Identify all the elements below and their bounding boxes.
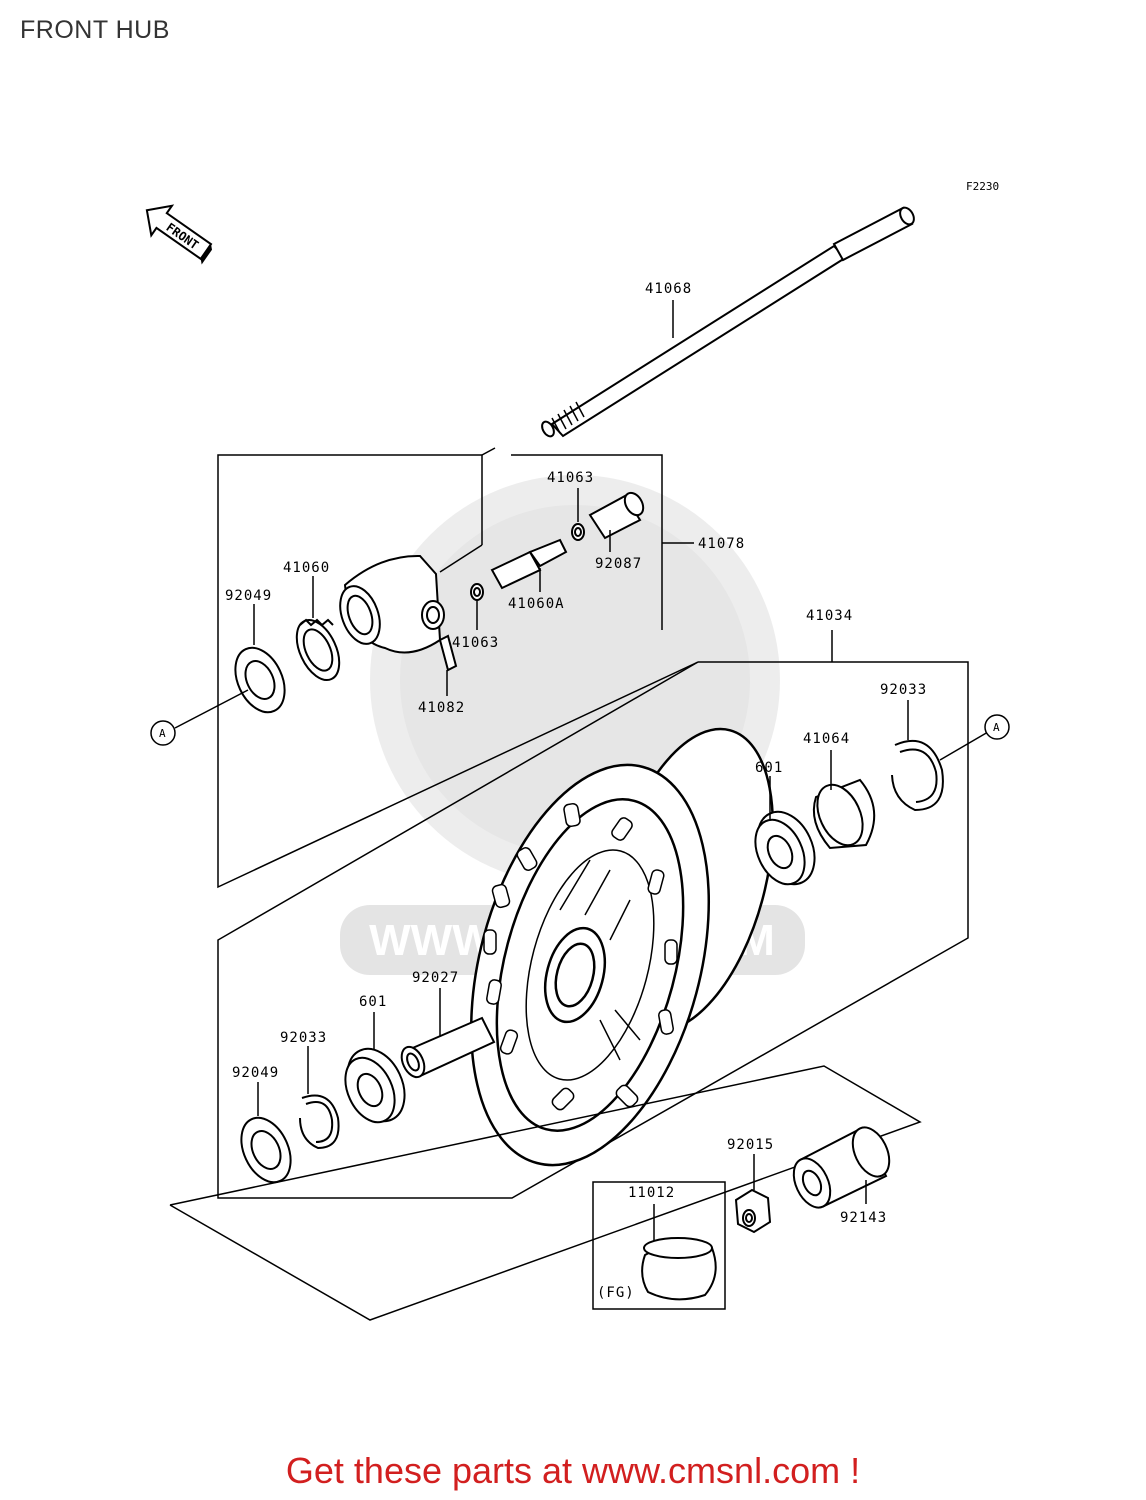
footer-promo-text[interactable]: Get these parts at www.cmsnl.com ! — [285, 1450, 861, 1491]
spacer-92027 — [400, 1016, 496, 1079]
part-label-41082: 41082 — [418, 700, 465, 716]
seal-92049-top — [234, 646, 286, 714]
axle-41068 — [541, 206, 915, 438]
part-label-41063-top: 41063 — [547, 470, 594, 486]
part-label-41060a: 41060A — [508, 596, 565, 612]
part-label-92049-bottom: 92049 — [232, 1065, 279, 1081]
collar-92143 — [792, 1126, 891, 1209]
part-label-92033-left: 92033 — [280, 1030, 327, 1046]
bracket-41078 — [217, 447, 699, 889]
pin-41082 — [438, 634, 458, 672]
part-label-11012: 11012 — [628, 1185, 675, 1201]
ref-mark-a-left-label: A — [159, 727, 166, 740]
part-label-92087: 92087 — [595, 556, 642, 572]
collar-41064 — [812, 778, 876, 850]
ref-mark-a-left — [150, 720, 176, 746]
bracket-92143 — [169, 1065, 922, 1321]
fg-note: (FG) — [597, 1285, 635, 1301]
page-title: FRONT HUB — [20, 16, 170, 44]
diagram-code: F2230 — [966, 180, 1000, 193]
part-label-41034: 41034 — [806, 608, 853, 624]
exploded-parts-diagram: WWW.CMSNL.COM FRONT 41068 41078 — [145, 204, 1010, 1321]
seal-92049-bottom — [240, 1116, 292, 1184]
part-label-41063-mid: 41063 — [452, 635, 499, 651]
gear-housing-41078 — [339, 554, 445, 654]
part-label-41068: 41068 — [645, 281, 692, 297]
part-label-92033-right: 92033 — [880, 682, 927, 698]
gear-41060 — [295, 618, 341, 681]
nut-92015 — [734, 1188, 772, 1234]
ref-mark-a-right-label: A — [993, 721, 1000, 734]
part-label-601-right: 601 — [755, 760, 783, 776]
part-label-41064: 41064 — [803, 731, 850, 747]
circlip-92033-right — [891, 740, 944, 812]
part-label-92049-top: 92049 — [225, 588, 272, 604]
bushing-92087 — [588, 491, 645, 540]
part-label-601-left: 601 — [359, 994, 387, 1010]
circlip-92033-left — [299, 1094, 340, 1150]
bearing-601-left — [344, 1047, 406, 1124]
part-label-41078: 41078 — [698, 536, 745, 552]
washer-41063-top — [571, 523, 585, 541]
washer-41063-mid — [470, 583, 484, 601]
part-label-41060: 41060 — [283, 560, 330, 576]
part-label-92015: 92015 — [727, 1137, 774, 1153]
cap-11012 — [641, 1237, 717, 1301]
part-label-92027: 92027 — [412, 970, 459, 986]
fg-option-box — [592, 1181, 726, 1310]
front-direction-arrow: FRONT — [145, 204, 213, 265]
part-label-92143: 92143 — [840, 1210, 887, 1226]
pinion-41060a — [490, 538, 568, 590]
wheel-hub-41034 — [469, 727, 775, 1167]
bracket-41034 — [217, 630, 969, 1199]
ref-mark-a-right — [984, 714, 1010, 740]
